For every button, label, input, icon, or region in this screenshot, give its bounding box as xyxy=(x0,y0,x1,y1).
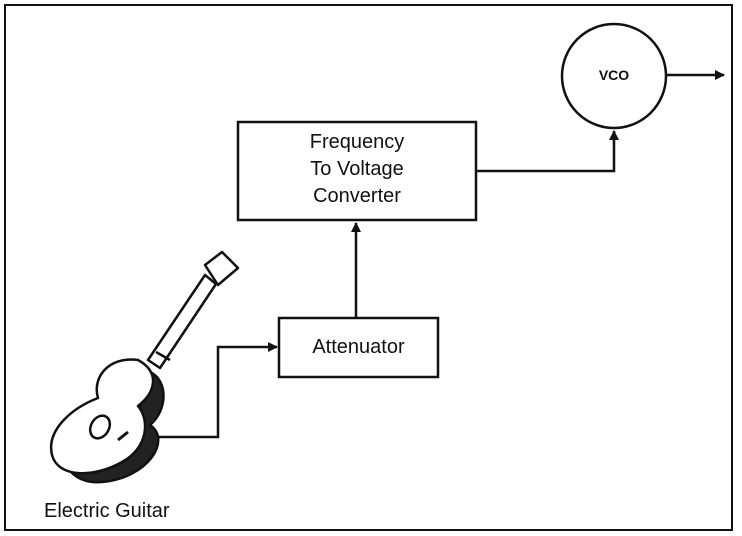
converter-label: Frequency To Voltage Converter xyxy=(238,129,476,210)
converter-to-vco-line xyxy=(476,131,614,171)
converter-label-line-1: Frequency xyxy=(238,129,476,156)
attenuator-label: Attenuator xyxy=(279,334,438,361)
electric-guitar-icon xyxy=(51,252,238,482)
converter-label-line-2: To Voltage xyxy=(238,156,476,183)
vco-label: VCO xyxy=(562,67,666,83)
converter-label-line-3: Converter xyxy=(238,183,476,210)
guitar-caption: Electric Guitar xyxy=(44,500,170,523)
